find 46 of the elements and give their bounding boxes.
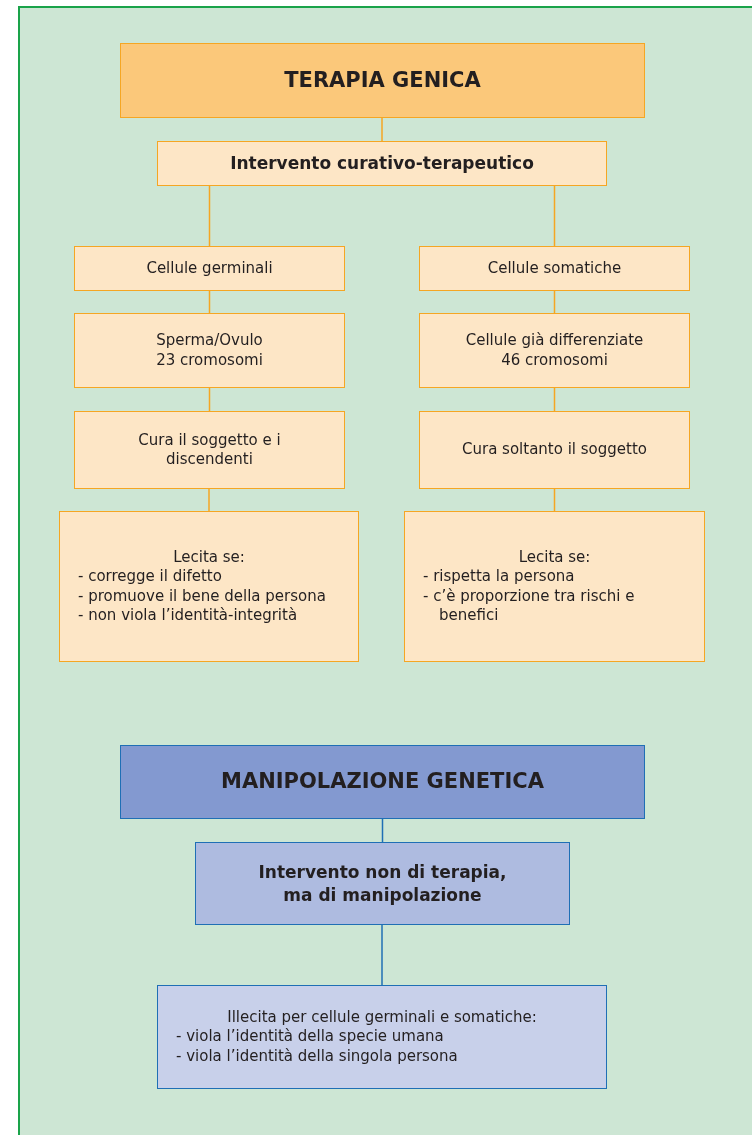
connector-line (208, 290, 211, 314)
subheading: Intervento curativo-terapeutico (230, 152, 534, 175)
text-box (157, 985, 607, 1089)
box-text: 46 cromosomi (501, 350, 608, 370)
connector-line (553, 290, 556, 314)
subheading: Intervento non di terapia, ma di manipolazione (257, 861, 508, 906)
text-box (419, 246, 690, 291)
heading: TERAPIA GENICA (284, 66, 481, 94)
connector-line (208, 185, 211, 247)
text-box (195, 842, 570, 925)
text-box (120, 43, 645, 118)
list-heading: Lecita se: (518, 547, 591, 567)
box-text: Cellule somatiche (487, 258, 622, 279)
box-text: Cellule germinali (146, 258, 273, 279)
box-text: 23 cromosomi (156, 350, 263, 370)
list-item: - promuove il bene della persona (78, 586, 327, 606)
text-box (74, 313, 345, 388)
list-item: - rispetta la persona (423, 567, 576, 587)
list-item: - non viola l’identità-integrità (78, 606, 299, 626)
text-box (419, 411, 690, 489)
list-item: - corregge il difetto (78, 567, 223, 587)
list-item: - viola l’identità della singola persona (176, 1046, 459, 1067)
list-item: - viola l’identità della specie umana (176, 1027, 445, 1047)
heading: MANIPOLAZIONE GENETICA (221, 768, 544, 796)
text-box (59, 511, 359, 662)
text-box (74, 411, 345, 489)
text-box (120, 745, 645, 819)
list-heading: Lecita se: (173, 547, 245, 567)
connector-line (381, 924, 383, 986)
connector-line (208, 387, 211, 412)
connector-line (381, 117, 383, 142)
text-box (419, 313, 690, 388)
text-box (74, 246, 345, 291)
list-heading: Illecita per cellule germinali e somatiche: (227, 1007, 537, 1028)
list-item: - c’è proporzione tra rischi e benefici (423, 586, 636, 626)
connector-line (553, 387, 556, 412)
connector-line (553, 185, 556, 247)
connector-line (381, 818, 384, 843)
connector-line (553, 488, 556, 512)
connector-line (208, 488, 210, 512)
text-box (404, 511, 705, 662)
text-box (157, 141, 607, 186)
box-text: Sperma/Ovulo (156, 331, 263, 351)
box-text: Cura il soggetto e i discendenti (137, 430, 282, 470)
box-text: Cura soltanto il soggetto (462, 440, 647, 460)
box-text: Cellule già differenziate (465, 331, 644, 351)
